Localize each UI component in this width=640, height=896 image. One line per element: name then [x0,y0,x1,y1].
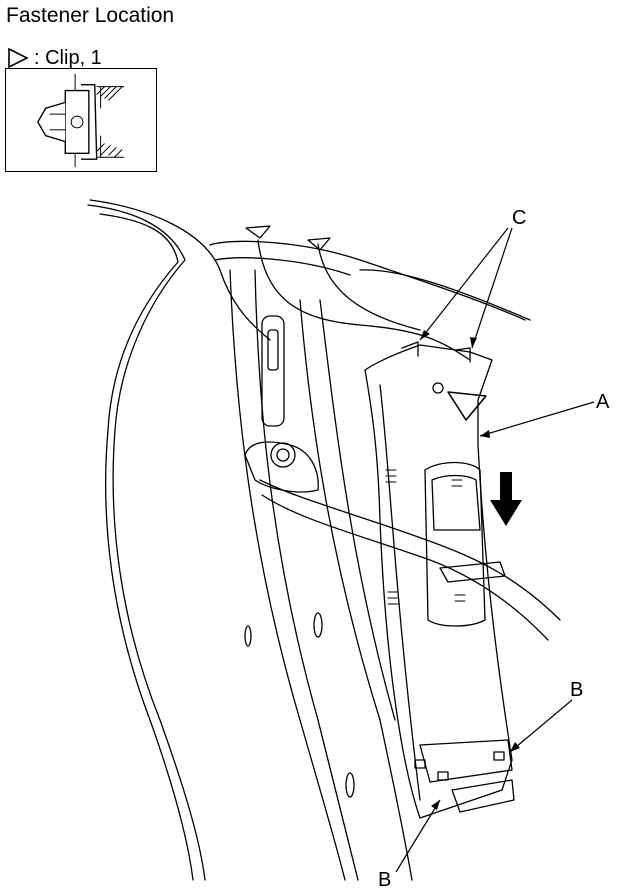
clip-legend-text: : Clip, 1 [34,46,102,69]
leader-b-lower [395,799,441,873]
callout-a: A [596,391,610,413]
diagram-title: Fastener Location [6,4,175,27]
leader-b-upper [509,699,573,753]
belt-guide [439,561,506,583]
callout-c: C [512,207,527,229]
clip-detail-drawing [37,73,125,168]
roof-rail-edge [209,240,526,321]
door-opening-edge [87,204,206,881]
belt-height-adjuster [424,461,486,627]
clip-detail-inset [5,68,157,172]
wire-harness [257,239,471,361]
anchor-slot [261,315,285,427]
pillar-right-edge [299,299,413,881]
anchor-bolt [270,442,296,468]
callout-b-upper: B [570,679,584,701]
leader-c-front [419,227,509,341]
upper-clip-front [401,341,419,357]
clip-legend: : Clip, 1 [6,46,102,70]
upper-clip-rear [455,347,471,363]
triangle-clip-icon [8,47,29,69]
clip-location-marker [447,391,487,421]
callout-b-lower: B [378,869,392,891]
seatbelt-webbing [259,479,561,621]
pillar-left-edge [229,269,346,881]
belt-anchor [244,441,319,493]
leader-c-rear [471,227,513,349]
removal-direction-arrow [490,472,522,526]
leader-a [479,401,595,437]
pillar-trim-panel [364,344,513,819]
